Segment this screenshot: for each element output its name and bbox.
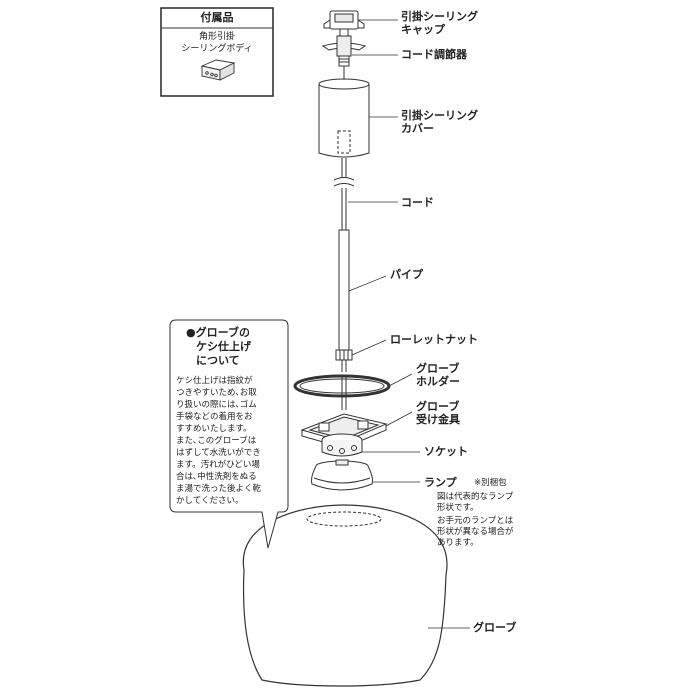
note-callout-frame	[169, 319, 289, 549]
note-title-line3: について	[196, 354, 240, 367]
globe-bracket-label-line2: 受け金具	[416, 413, 460, 426]
note-body-line: また､このグローブは	[176, 436, 257, 446]
note-body-line: つきやすいため､お取	[176, 388, 257, 398]
globe-bracket-label-line1: グローブ	[416, 400, 460, 413]
globe-label: グローブ	[473, 621, 517, 634]
pipe-part	[338, 229, 350, 351]
note-body-line: ケシ仕上げは指紋が	[176, 376, 253, 386]
note-body-line: 合は､中性洗剤をぬる	[176, 472, 257, 482]
ceiling-cap-part	[323, 10, 365, 37]
socket-label: ソケット	[424, 445, 468, 458]
knurled-nut-label: ローレットナット	[390, 333, 478, 346]
pipe-label: パイプ	[390, 268, 423, 281]
ceiling-cap-label-line1: 引掛シーリング	[401, 10, 478, 23]
cord-adjuster-label: コード調節器	[401, 48, 467, 61]
lamp-note-line: あります。	[437, 538, 479, 548]
ceiling-cap-label-line2: キャップ	[401, 23, 445, 36]
accessory-box-frame	[160, 7, 274, 97]
lamp-separate-package-label: ※別梱包	[474, 478, 507, 488]
lamp-label: ランプ	[424, 476, 457, 489]
note-body-line: 手袋などの着用をお	[176, 412, 253, 422]
ceiling-cover-label-line2: カバー	[401, 122, 434, 135]
note-title-line2: ケシ仕上げ	[196, 340, 251, 353]
accessory-box-title: 付属品	[200, 11, 234, 24]
note-title-line1: ●グローブの	[186, 326, 250, 339]
lamp-part	[311, 459, 373, 491]
lamp-note-line: 形状が異なる場合が	[437, 527, 514, 537]
globe-holder-label-line1: グローブ	[416, 362, 460, 375]
note-body-line: はずして水洗いができ	[176, 448, 261, 458]
leader-lines	[348, 19, 470, 629]
accessory-item-label-line2: シーリングボディ	[181, 44, 253, 54]
globe-part	[242, 504, 448, 687]
lamp-note-line: お手元のランプとは	[437, 516, 514, 526]
ceiling-cover-part	[318, 78, 370, 158]
note-body-line: ます。汚れがひどい場	[176, 460, 260, 470]
note-body-line: かしてください。	[176, 496, 244, 506]
cord-adjuster-part	[321, 35, 367, 80]
cord-label: コード	[401, 196, 434, 209]
knurled-nut-part	[335, 349, 353, 372]
lamp-note-line: 図は代表的なランプ	[437, 492, 514, 502]
accessory-item-label-line1: 角形引掛	[198, 32, 235, 42]
square-ceiling-body-icon	[200, 59, 236, 81]
ceiling-cover-label-line1: 引掛シーリング	[401, 109, 478, 122]
note-body-line: り扱いの際には､ゴム	[176, 400, 257, 410]
note-body-line: ま湯で洗った後よく乾	[176, 484, 262, 494]
lamp-note-line: 形状です。	[437, 503, 479, 513]
globe-holder-part	[293, 374, 391, 410]
globe-holder-label-line2: ホルダー	[416, 375, 460, 388]
socket-part	[321, 433, 363, 457]
note-body-line: すすめいたします。	[176, 424, 252, 434]
cord-part	[333, 158, 355, 230]
